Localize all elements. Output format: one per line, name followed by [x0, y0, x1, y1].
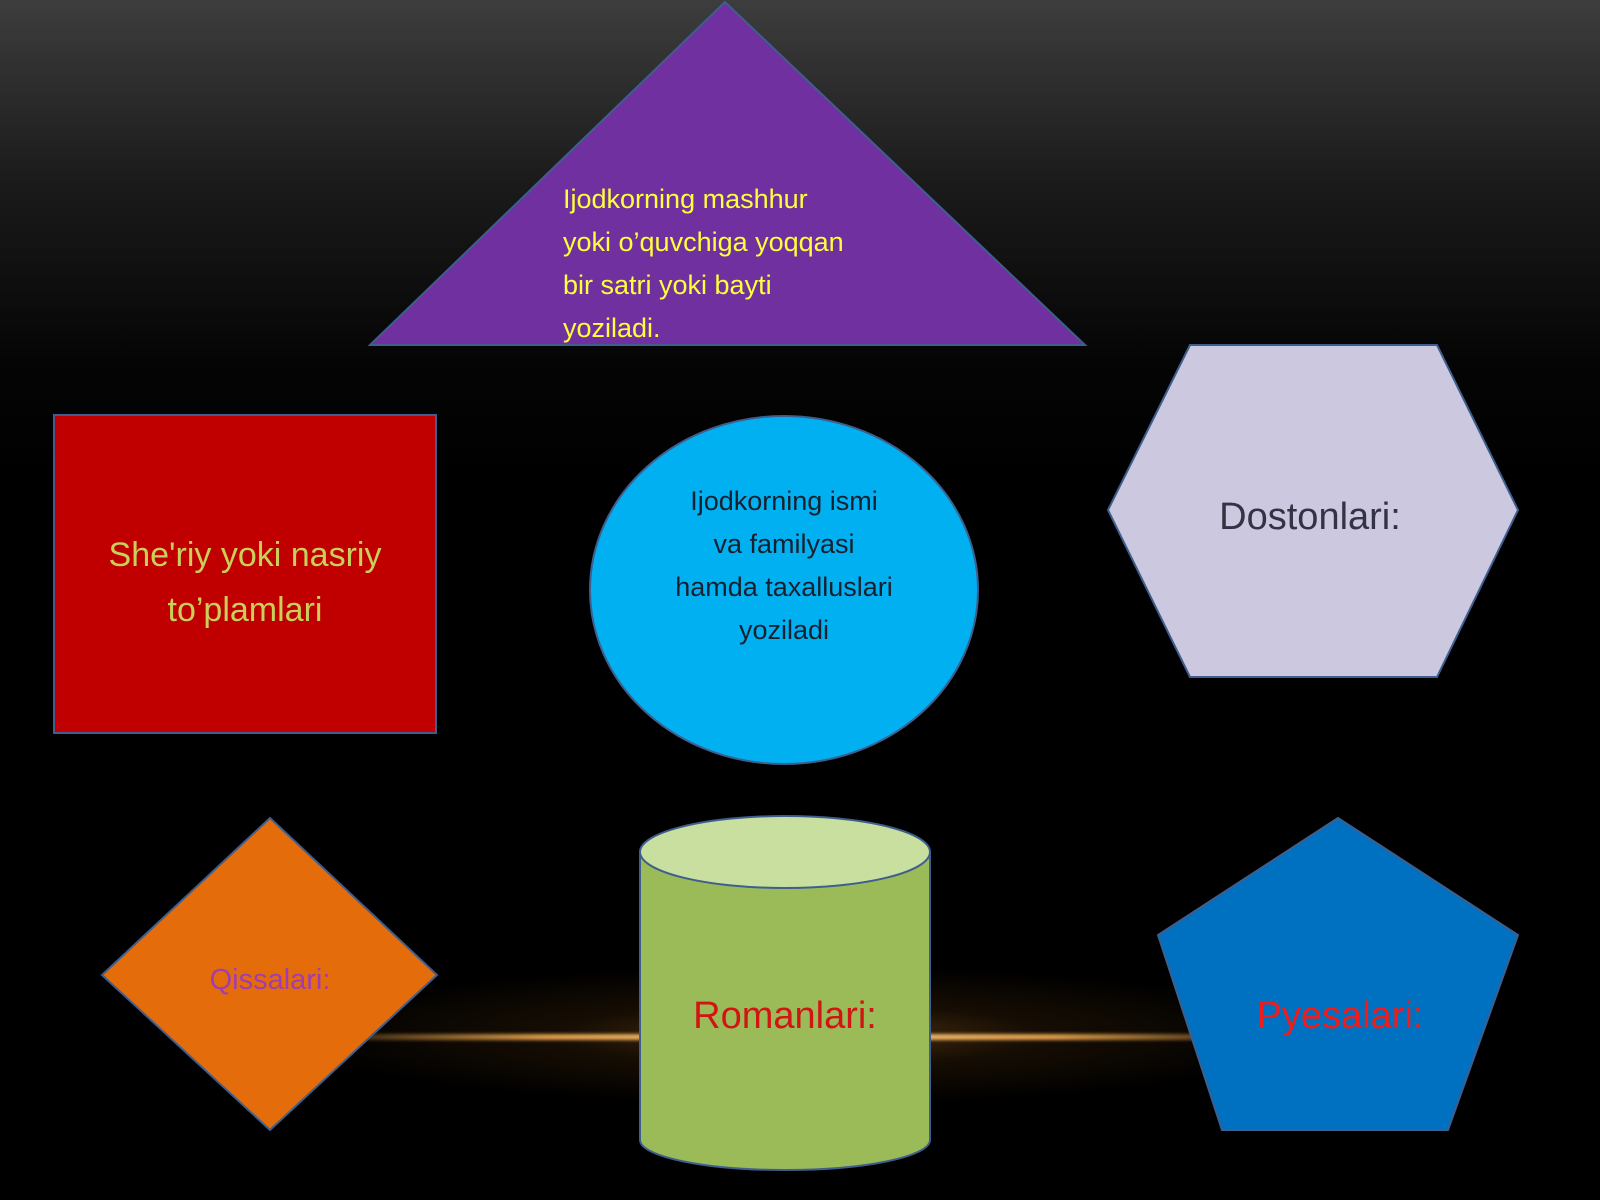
circle-shape[interactable] — [589, 415, 979, 765]
diamond-label: Qissalari: — [209, 964, 331, 996]
circle-label-line: Ijodkorning ismi — [690, 486, 878, 516]
cylinder-top — [639, 815, 931, 889]
circle-label: Ijodkorning ismi va familyasi hamda taxa… — [634, 480, 934, 652]
cylinder-shape[interactable] — [639, 815, 931, 1171]
pentagon-shape[interactable] — [1156, 816, 1520, 1131]
cylinder-label: Romanlari: — [693, 995, 877, 1037]
hexagon-label: Dostonlari: — [1219, 496, 1401, 538]
diamond-shape[interactable] — [100, 816, 439, 1132]
triangle-shape[interactable] — [367, 0, 1088, 346]
pentagon-label: Pyesalari: — [1256, 995, 1424, 1037]
circle-label-line: hamda taxalluslari — [675, 572, 893, 602]
cylinder-body — [639, 851, 931, 1171]
circle-label-line: va familyasi — [713, 529, 855, 559]
triangle-label-line: yoki o’quvchiga yoqqan — [563, 227, 844, 257]
square-label-line: to’plamlari — [167, 591, 323, 629]
triangle-label-line: bir satri yoki bayti — [563, 270, 772, 300]
triangle-label-line: yoziladi. — [563, 313, 661, 343]
circle-label-line: yoziladi — [738, 615, 830, 645]
square-shape[interactable] — [53, 414, 437, 734]
square-label: She'riy yoki nasriy to’plamlari — [54, 528, 436, 638]
triangle-label: Ijodkorning mashhur yoki o’quvchiga yoqq… — [563, 178, 893, 350]
hexagon-shape[interactable] — [1106, 344, 1520, 678]
triangle-label-line: Ijodkorning mashhur — [563, 184, 808, 214]
square-label-line: She'riy yoki nasriy — [108, 536, 382, 574]
